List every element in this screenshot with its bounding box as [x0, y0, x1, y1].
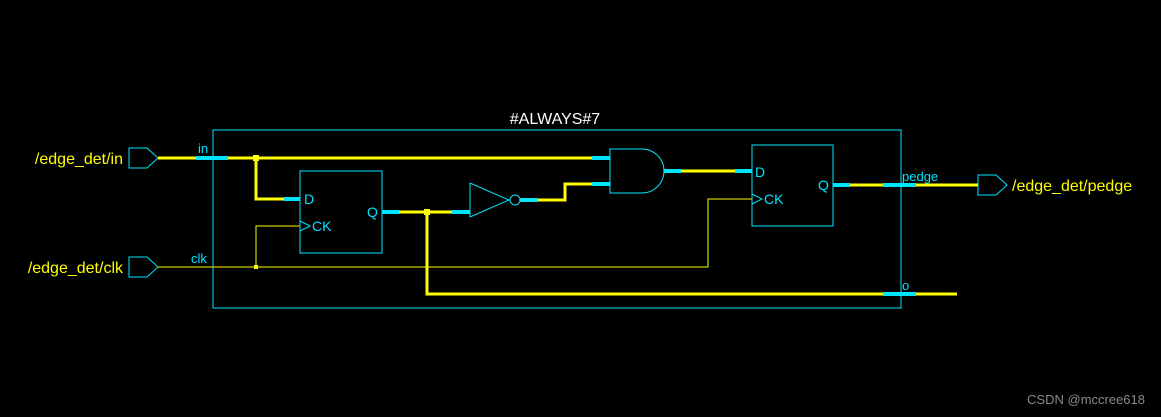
and-gate[interactable] — [609, 148, 665, 194]
inverter-gate[interactable] — [469, 182, 521, 218]
net-label-clk: clk — [191, 251, 207, 266]
port-clk-label: /edge_det/clk — [28, 260, 124, 277]
wire-q1[interactable] — [382, 210, 957, 296]
port-pedge[interactable] — [977, 174, 1008, 196]
input-port-in-icon — [128, 147, 159, 169]
net-label-o: o — [902, 278, 909, 293]
port-in[interactable] — [128, 147, 159, 169]
ff1-q-pin: Q — [367, 204, 378, 220]
clock-edge-icon — [751, 193, 764, 205]
junction-dot-q1 — [424, 209, 430, 215]
flipflop-1[interactable]: D CK Q — [299, 170, 383, 254]
wire-inv-out[interactable] — [520, 182, 610, 202]
ff2-ck-pin: CK — [764, 191, 784, 207]
ff2-d-pin: D — [755, 164, 765, 180]
ff1-d-pin: D — [304, 191, 314, 207]
junction-dot-clk — [254, 265, 258, 269]
net-label-in: in — [198, 141, 208, 156]
always-block[interactable] — [212, 129, 902, 309]
flipflop-2[interactable]: D CK Q — [751, 144, 834, 227]
block-title: #ALWAYS#7 — [510, 111, 601, 128]
clock-edge-icon — [299, 220, 312, 232]
output-port-pedge-icon — [977, 174, 1008, 196]
junction-dot-in — [253, 155, 259, 161]
port-pedge-label: /edge_det/pedge — [1012, 178, 1132, 195]
port-clk[interactable] — [128, 256, 159, 278]
ff2-q-pin: Q — [818, 177, 829, 193]
watermark: CSDN @mccree618 — [1027, 392, 1145, 407]
net-label-pedge: pedge — [902, 169, 938, 184]
inverter-bubble-icon — [509, 194, 521, 206]
ff1-ck-pin: CK — [312, 218, 332, 234]
wire-in[interactable] — [158, 156, 610, 201]
input-port-clk-icon — [128, 256, 159, 278]
wire-clk[interactable] — [158, 198, 752, 268]
port-in-label: /edge_det/in — [35, 151, 123, 168]
